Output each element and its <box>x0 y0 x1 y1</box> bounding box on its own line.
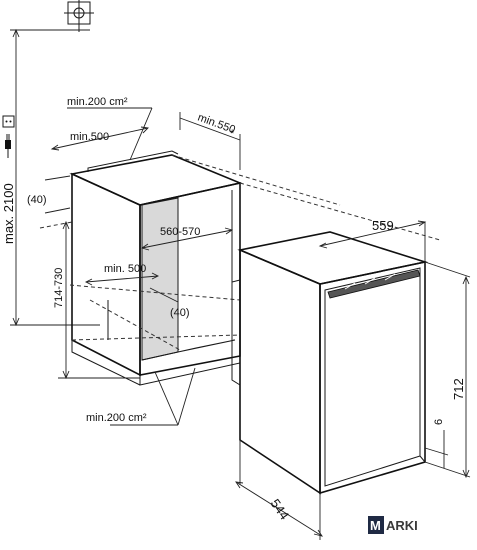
unit-depth-dimension <box>235 440 324 540</box>
depth-top-label: min.500 <box>70 131 109 143</box>
max-height-dimension <box>10 28 100 327</box>
offset-left-label: (40) <box>27 194 47 206</box>
projection-lines <box>39 154 441 351</box>
niche-width-label: 560-570 <box>160 226 200 238</box>
vent-bottom-label: min.200 cm² <box>86 412 147 424</box>
unit-height-label: 712 <box>451 378 466 400</box>
niche-height-dimension <box>58 220 140 380</box>
niche-cabinet <box>69 150 243 386</box>
opening-depth-asterisk: * <box>230 128 235 140</box>
brand-logo: M ARKI <box>368 516 418 534</box>
opening-depth-dimension <box>179 112 241 170</box>
foot-height-label: 6 <box>433 419 445 425</box>
niche-height-label: 714-730 <box>53 268 65 308</box>
unit-width-label: 559 <box>372 218 394 233</box>
brand-rest: ARKI <box>386 518 418 533</box>
vent-top-label: min.200 cm² <box>67 96 128 108</box>
unit-width-dimension <box>318 220 427 262</box>
offset-inner-label: (40) <box>170 307 190 319</box>
inner-depth-label: min. 500 <box>104 263 146 275</box>
socket-icon <box>2 115 15 128</box>
brand-badge <box>368 516 384 534</box>
crosshair-symbol <box>64 0 94 32</box>
unit-depth-label: 544 <box>268 496 293 522</box>
unit-height-dimension <box>424 261 471 479</box>
foot-height-dimension <box>424 430 449 468</box>
max-height-label: max. 2100 <box>1 183 16 244</box>
appliance-unit <box>231 231 429 495</box>
plug-icon <box>5 134 11 158</box>
brand-letter: M <box>370 518 381 533</box>
